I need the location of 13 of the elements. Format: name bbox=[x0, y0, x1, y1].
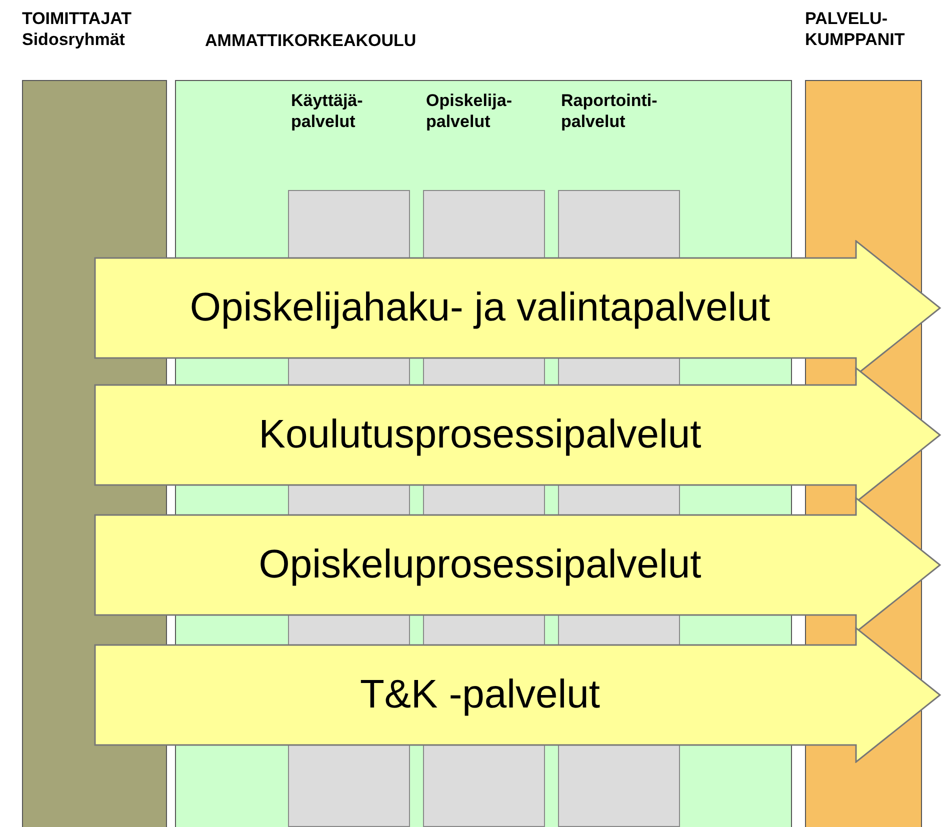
pillar-heading: Raportointi- palvelut bbox=[561, 90, 658, 132]
arrow-label: Opiskeluprosessipalvelut bbox=[258, 542, 702, 588]
arrow-label: Opiskelijahaku- ja valintapalvelut bbox=[190, 286, 770, 330]
column-heading: AMMATTIKORKEAKOULU bbox=[205, 30, 418, 51]
arrow-label: T&K -palvelut bbox=[360, 672, 600, 718]
column-heading: PALVELU- KUMPPANIT bbox=[805, 8, 906, 50]
pillar-heading: Käyttäjä- palvelut bbox=[291, 90, 364, 132]
block-arrow bbox=[94, 367, 942, 503]
arrow-label: Koulutusprosessipalvelut bbox=[258, 412, 702, 458]
column-heading: TOIMITTAJAT Sidosryhmät bbox=[22, 8, 133, 50]
block-arrow bbox=[94, 627, 942, 763]
pillar-heading: Opiskelija- palvelut bbox=[426, 90, 513, 132]
block-arrow bbox=[94, 497, 942, 633]
